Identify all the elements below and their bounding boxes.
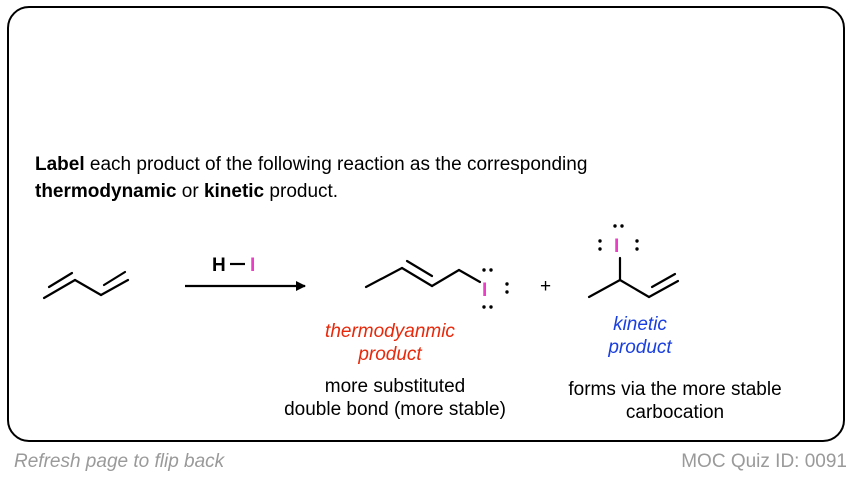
quiz-card xyxy=(7,6,845,442)
butadiene-structure xyxy=(42,270,130,300)
iodine-atom-thermo: I xyxy=(482,280,487,301)
question-bold-kinetic: kinetic xyxy=(203,181,265,202)
thermodynamic-product-label: thermodyanmic product xyxy=(325,321,455,365)
reagent-hi: H I xyxy=(212,255,255,276)
lone-pairs-kinetic xyxy=(598,224,639,251)
kinetic-product-structure: I xyxy=(587,224,680,299)
thermodynamic-product-structure: I xyxy=(364,259,509,309)
kinetic-product-label: kinetic product xyxy=(608,314,672,358)
reagent-h: H xyxy=(212,255,226,276)
lone-pairs-thermo xyxy=(482,268,509,309)
question-bold-label: Label xyxy=(35,154,85,175)
thermodynamic-description: more substituted double bond (more stabl… xyxy=(284,376,506,420)
question-bold-thermodynamic: thermodynamic xyxy=(35,181,177,202)
refresh-hint: Refresh page to flip back xyxy=(14,451,225,472)
reagent-i: I xyxy=(250,255,255,276)
quiz-id: MOC Quiz ID: 0091 xyxy=(681,451,847,472)
iodine-atom-kinetic: I xyxy=(614,236,619,257)
kinetic-description: forms via the more stable carbocation xyxy=(568,379,782,423)
question-text: Label each product of the following reac… xyxy=(35,154,588,202)
plus-sign: + xyxy=(540,276,551,297)
